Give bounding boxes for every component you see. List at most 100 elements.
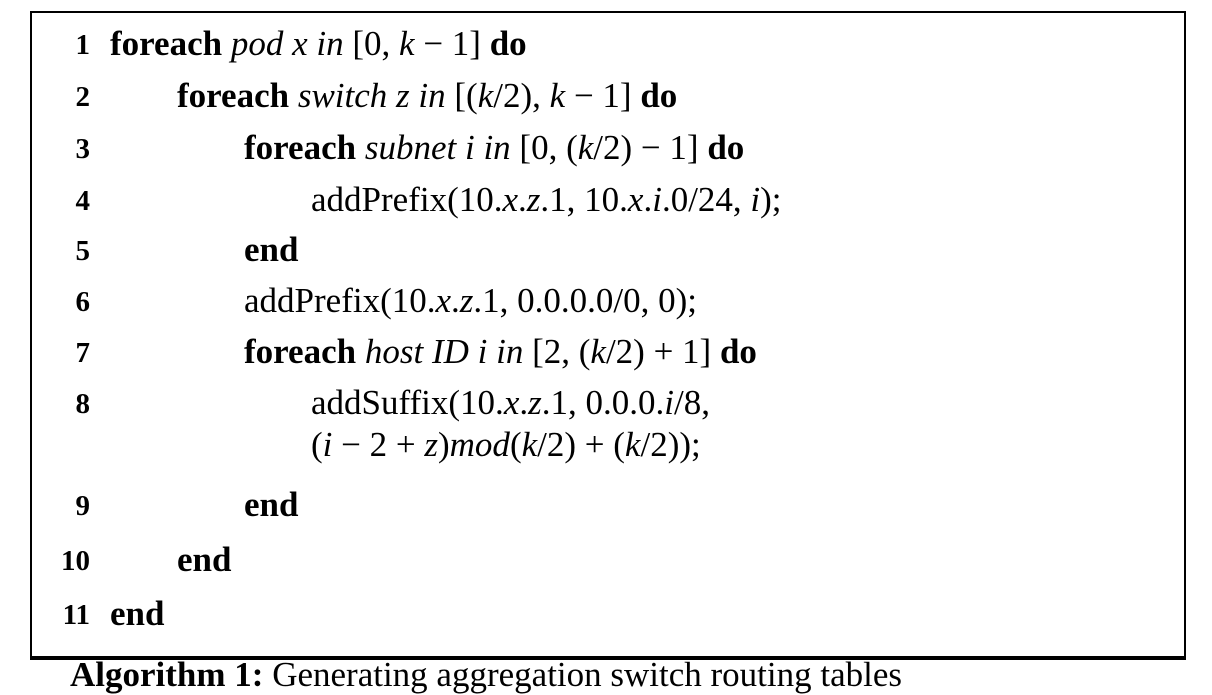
line-code: end <box>177 540 231 580</box>
code-text: − 2 + <box>332 425 425 464</box>
line-number: 6 <box>75 286 91 318</box>
code-text: /2) + ( <box>537 425 625 464</box>
code-text: k <box>624 425 641 464</box>
line-code: foreach subnet i in [0, (k/2) − 1] do <box>244 128 744 168</box>
line-number: 11 <box>62 599 90 631</box>
code-text: i <box>652 180 662 219</box>
code-text: addSuffix(10. <box>311 383 504 422</box>
code-text: i <box>750 180 761 219</box>
algorithm-line: 10 end <box>32 540 1172 590</box>
code-text: k <box>477 76 494 115</box>
keyword: end <box>110 594 165 633</box>
code-text: i <box>664 383 674 422</box>
code-text: [2, ( <box>532 332 591 371</box>
code-text: k <box>577 128 594 167</box>
code-text: z <box>528 383 542 422</box>
code-text: addPrefix(10. <box>244 281 436 320</box>
code-text: subnet i in <box>364 128 520 167</box>
code-text: ) <box>438 425 450 464</box>
line-number: 5 <box>75 235 91 267</box>
code-text: switch z in <box>297 76 455 115</box>
line-code: foreach host ID i in [2, (k/2) + 1] do <box>244 332 757 372</box>
algorithm-line: 8 addSuffix(10.x.z.1, 0.0.0.i/8, <box>32 383 1172 433</box>
keyword: do <box>640 76 678 115</box>
keyword: do <box>707 128 745 167</box>
algorithm-line: (i − 2 + z)mod(k/2) + (k/2)); <box>32 425 1172 475</box>
keyword: foreach <box>110 24 231 63</box>
code-text: z <box>459 281 474 320</box>
line-code: addPrefix(10.x.z.1, 0.0.0.0/0, 0); <box>244 281 697 321</box>
line-number: 4 <box>75 185 91 217</box>
algorithm-line: 5 end <box>32 230 1172 280</box>
code-text: k <box>399 24 415 63</box>
code-text: host ID i in <box>364 332 533 371</box>
code-text: k <box>549 76 566 115</box>
code-text: − 1] <box>414 24 490 63</box>
line-number: 7 <box>75 337 91 369</box>
code-text: i <box>322 425 333 464</box>
line-number: 9 <box>75 490 91 522</box>
algorithm-line: 4 addPrefix(10.x.z.1, 10.x.i.0/24, i); <box>32 180 1172 230</box>
algorithm-line: 11 end <box>32 594 1172 644</box>
keyword: do <box>489 24 527 63</box>
caption-label: Algorithm 1: <box>70 655 264 694</box>
keyword: end <box>244 230 299 269</box>
code-text: mod <box>449 425 510 464</box>
code-text: x <box>503 383 520 422</box>
code-text: .1, 0.0.0. <box>541 383 665 422</box>
keyword: end <box>244 485 299 524</box>
line-code: end <box>244 485 298 525</box>
code-text: x <box>627 180 644 219</box>
code-text: /2)); <box>640 425 701 464</box>
code-text: x <box>502 180 519 219</box>
code-text: /2) − 1] <box>593 128 708 167</box>
algorithm-caption: Algorithm 1: Generating aggregation swit… <box>70 655 902 695</box>
keyword: foreach <box>244 128 365 167</box>
code-text: .0/24, <box>661 180 751 219</box>
code-text: /8, <box>673 383 710 422</box>
code-text: . <box>518 180 527 219</box>
code-text: [( <box>454 76 478 115</box>
line-code: (i − 2 + z)mod(k/2) + (k/2)); <box>311 425 701 465</box>
code-text: − 1] <box>565 76 641 115</box>
code-text: [0, <box>352 24 400 63</box>
line-code: foreach switch z in [(k/2), k − 1] do <box>177 76 677 116</box>
line-code: end <box>110 594 164 634</box>
algorithm-line: 7 foreach host ID i in [2, (k/2) + 1] do <box>32 332 1172 382</box>
keyword: foreach <box>177 76 298 115</box>
keyword: end <box>177 540 232 579</box>
code-text: k <box>521 425 538 464</box>
code-text: addPrefix(10. <box>311 180 503 219</box>
code-text: . <box>451 281 460 320</box>
code-text: . <box>519 383 529 422</box>
line-number: 3 <box>75 133 91 165</box>
algorithm-box: 1 foreach pod x in [0, k − 1] do 2 foreach … <box>30 11 1186 660</box>
code-text: [0, ( <box>519 128 578 167</box>
algorithm-line: 6 addPrefix(10.x.z.1, 0.0.0.0/0, 0); <box>32 281 1172 331</box>
code-text: . <box>643 180 653 219</box>
algorithm-line: 3 foreach subnet i in [0, (k/2) − 1] do <box>32 128 1172 178</box>
line-code: end <box>244 230 298 270</box>
line-number: 2 <box>75 81 91 113</box>
code-text: /2) + 1] <box>605 332 720 371</box>
code-text: z <box>526 180 541 219</box>
algorithm-line: 9 end <box>32 485 1172 535</box>
code-text: k <box>590 332 606 371</box>
code-text: pod x in <box>230 24 353 63</box>
line-number: 8 <box>75 388 91 420</box>
code-text: x <box>435 281 452 320</box>
algorithm-line: 1 foreach pod x in [0, k − 1] do <box>32 24 1172 74</box>
line-code: addPrefix(10.x.z.1, 10.x.i.0/24, i); <box>311 180 782 220</box>
line-code: foreach pod x in [0, k − 1] do <box>110 24 527 64</box>
code-text: /2), <box>493 76 550 115</box>
code-text: ( <box>509 425 522 464</box>
line-number: 1 <box>75 29 91 61</box>
line-number: 10 <box>61 545 90 577</box>
keyword: do <box>719 332 757 371</box>
keyword: foreach <box>244 332 365 371</box>
line-code: addSuffix(10.x.z.1, 0.0.0.i/8, <box>311 383 710 423</box>
caption-text: Generating aggregation switch routing ta… <box>272 655 903 694</box>
code-text: .1, 0.0.0.0/0, 0); <box>473 281 698 320</box>
code-text: ); <box>760 180 782 219</box>
